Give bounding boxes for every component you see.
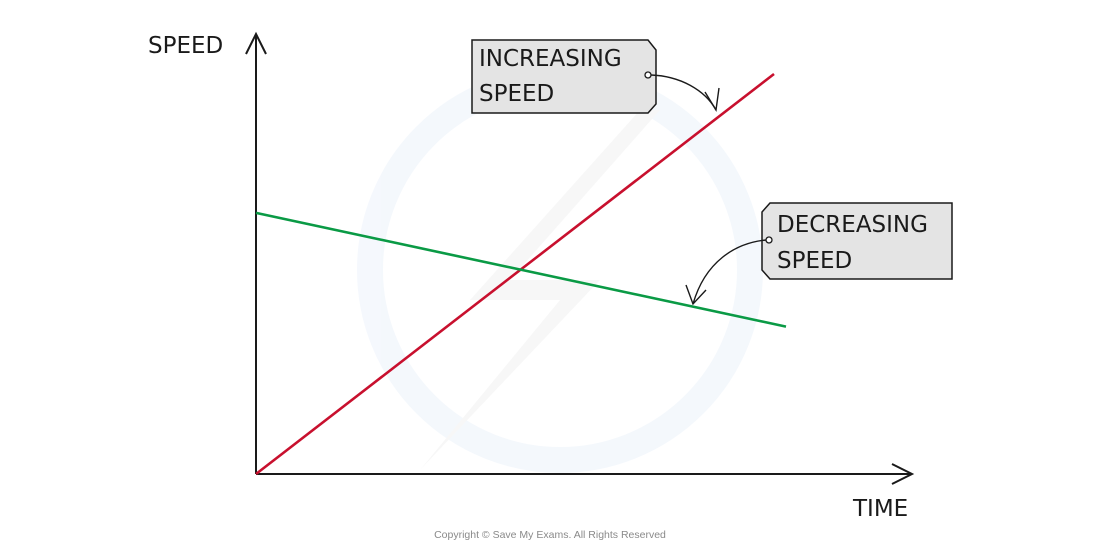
annotation-decreasing-speed: DECREASING SPEED bbox=[685, 202, 953, 306]
arrowhead-icon bbox=[685, 284, 707, 306]
series-line-increasing-speed bbox=[255, 72, 775, 476]
arrowhead-icon bbox=[704, 87, 720, 113]
curved-arrow-icon bbox=[692, 239, 767, 305]
x-axis-arrow-icon bbox=[891, 463, 915, 485]
series-line-decreasing-speed bbox=[255, 211, 787, 328]
y-axis-arrow-icon bbox=[245, 31, 267, 55]
axes bbox=[245, 31, 915, 485]
annotation-decreasing-line2: SPEED bbox=[777, 248, 852, 274]
tag-hole-icon bbox=[644, 71, 652, 79]
y-axis-label: SPEED bbox=[148, 33, 223, 59]
copyright-footer: Copyright © Save My Exams. All Rights Re… bbox=[434, 529, 666, 541]
x-axis-label: TIME bbox=[852, 496, 908, 522]
watermark-logo bbox=[357, 67, 763, 473]
tag-hole-icon bbox=[765, 236, 773, 244]
annotation-decreasing-line1: DECREASING bbox=[777, 212, 928, 238]
annotation-increasing-line2: SPEED bbox=[479, 81, 554, 107]
annotation-increasing-line1: INCREASING bbox=[479, 46, 622, 72]
annotation-increasing-speed: INCREASING SPEED bbox=[471, 39, 720, 114]
